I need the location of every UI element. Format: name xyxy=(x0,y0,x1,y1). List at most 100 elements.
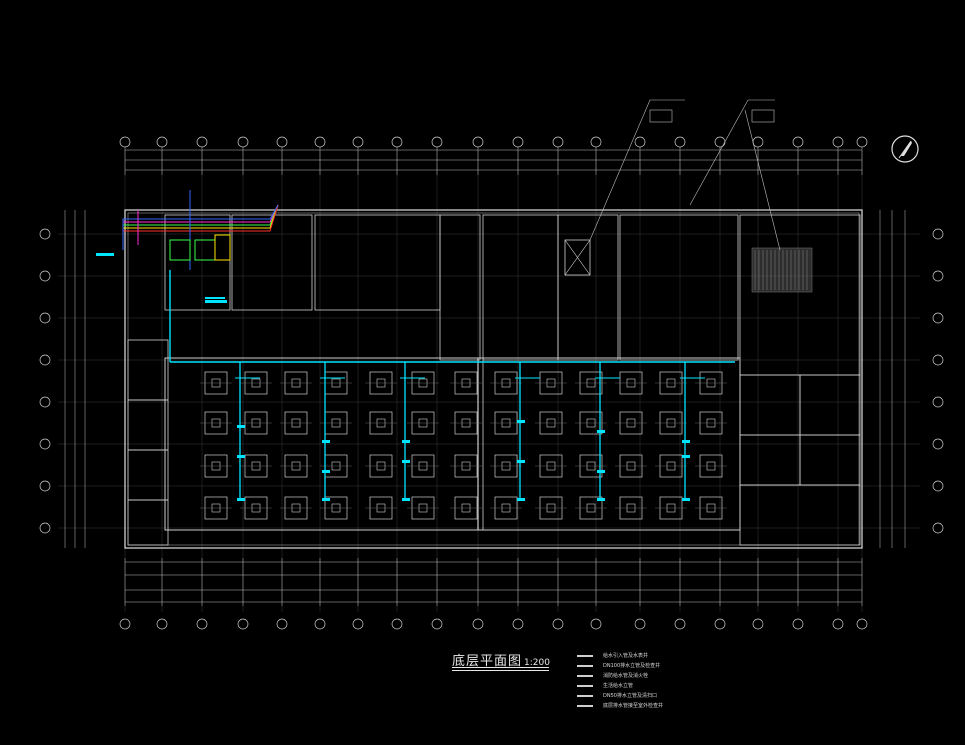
section-tag xyxy=(649,109,673,123)
legend-label: 消防给水管及消火栓 xyxy=(603,673,649,679)
axis-bubble xyxy=(472,136,484,148)
axis-bubble xyxy=(39,522,51,534)
axis-bubble xyxy=(39,228,51,240)
legend-row: DN50排水立管及清扫口 xyxy=(577,692,717,700)
axis-bubble xyxy=(674,136,686,148)
axis-bubble xyxy=(512,618,524,630)
axis-bubble xyxy=(832,618,844,630)
room-cells xyxy=(200,371,727,520)
axis-bubble xyxy=(314,136,326,148)
axis-bubble xyxy=(512,136,524,148)
dimension-lines xyxy=(64,99,906,606)
pipe-fitting xyxy=(322,498,330,501)
axis-bubble xyxy=(714,618,726,630)
pipe-fitting xyxy=(597,470,605,473)
axis-bubble xyxy=(932,438,944,450)
room-wall xyxy=(799,374,861,436)
axis-bubble xyxy=(932,228,944,240)
axis-bubbles xyxy=(39,136,944,630)
axis-bubble xyxy=(39,480,51,492)
legend-row: 给水引入管及水表井 xyxy=(577,652,717,660)
axis-bubble xyxy=(391,136,403,148)
pump-room-pipe xyxy=(122,204,279,250)
drawing-scale-text: 1:200 xyxy=(524,658,550,668)
axis-bubble xyxy=(634,618,646,630)
pump-unit xyxy=(194,239,216,261)
axis-bubble xyxy=(752,618,764,630)
axis-bubble xyxy=(314,618,326,630)
leader-line xyxy=(689,99,775,206)
plumbing-pipes xyxy=(96,190,735,501)
legend-label: DN100排水立管及检查井 xyxy=(603,663,661,669)
pipe-fitting xyxy=(517,420,525,423)
axis-bubble xyxy=(552,136,564,148)
axis-bubble xyxy=(932,396,944,408)
legend-swatch xyxy=(577,675,593,677)
legend-row: DN100排水立管及检查井 xyxy=(577,662,717,670)
axis-bubble xyxy=(932,522,944,534)
room-wall xyxy=(739,484,861,546)
room-wall xyxy=(619,214,739,361)
pipe-fitting xyxy=(322,440,330,443)
axis-bubble xyxy=(39,312,51,324)
pump-unit xyxy=(169,239,191,261)
axis-bubble xyxy=(714,136,726,148)
legend-label: 底层排水管接至室外检查井 xyxy=(603,703,664,709)
axis-bubble xyxy=(634,136,646,148)
title-underline xyxy=(452,667,549,668)
axis-bubble xyxy=(352,136,364,148)
axis-bubble xyxy=(237,136,249,148)
axis-bubble xyxy=(431,136,443,148)
axis-bubble xyxy=(39,354,51,366)
pipe-fitting xyxy=(402,440,410,443)
pipe-fitting xyxy=(205,300,227,303)
axis-bubble xyxy=(196,136,208,148)
pipe-fitting xyxy=(402,460,410,463)
axis-bubble xyxy=(674,618,686,630)
room-wall xyxy=(482,214,559,361)
pipe-fitting xyxy=(237,498,245,501)
room-wall xyxy=(127,499,169,546)
legend-row: 底层排水管接至室外检查井 xyxy=(577,702,717,710)
axis-bubble xyxy=(156,136,168,148)
pipe-fitting xyxy=(517,460,525,463)
axis-bubble xyxy=(156,618,168,630)
axis-bubble xyxy=(932,480,944,492)
axis-bubble xyxy=(119,618,131,630)
north-arrow-icon xyxy=(891,135,919,163)
axis-bubble xyxy=(832,136,844,148)
section-tag xyxy=(751,109,775,123)
pipe-fitting xyxy=(597,498,605,501)
room-wall xyxy=(314,214,441,311)
pipe-fitting xyxy=(322,470,330,473)
room-wall xyxy=(739,374,801,436)
pipe-fitting xyxy=(402,498,410,501)
room-wall xyxy=(231,214,313,311)
legend-swatch xyxy=(577,665,593,667)
axis-bubble xyxy=(752,136,764,148)
axis-bubble xyxy=(932,270,944,282)
pipe-fitting xyxy=(237,425,245,428)
axis-bubble xyxy=(39,396,51,408)
axis-bubble xyxy=(590,618,602,630)
stair-block xyxy=(751,247,813,293)
axis-bubble xyxy=(552,618,564,630)
legend-row: 消防给水管及消火栓 xyxy=(577,672,717,680)
legend-row: 生活给水立管 xyxy=(577,682,717,690)
legend-swatch xyxy=(577,695,593,697)
pump-unit xyxy=(214,234,231,261)
axis-bubble xyxy=(590,136,602,148)
legend-label: 给水引入管及水表井 xyxy=(603,653,649,659)
legend-swatch xyxy=(577,655,593,657)
pipe-fitting xyxy=(517,498,525,501)
room-wall xyxy=(739,434,801,486)
elevator-shaft xyxy=(564,239,591,276)
pipe-fitting xyxy=(96,253,114,256)
inner-wall xyxy=(127,212,860,546)
pump-room-pipe xyxy=(122,204,279,250)
room-wall xyxy=(557,214,619,361)
axis-bubble xyxy=(792,618,804,630)
axis-bubble xyxy=(237,618,249,630)
